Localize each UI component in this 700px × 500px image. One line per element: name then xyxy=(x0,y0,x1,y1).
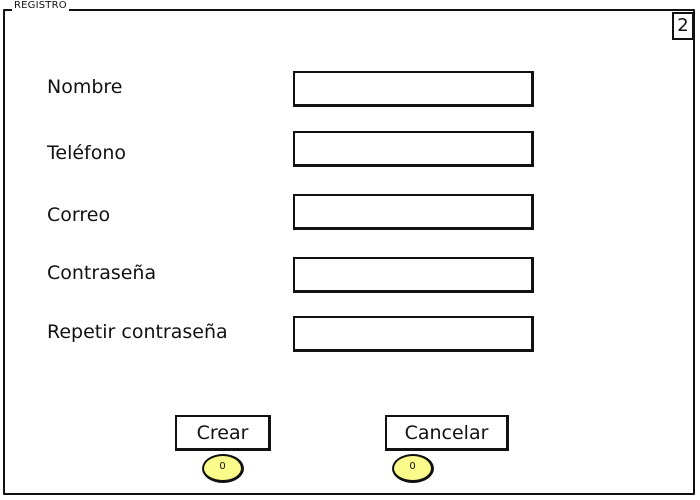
cancel-button[interactable]: Cancelar xyxy=(385,415,509,451)
panel-title: REGISTRO xyxy=(12,0,69,12)
phone-label: Teléfono xyxy=(47,142,127,164)
name-input[interactable] xyxy=(293,71,534,107)
email-label: Correo xyxy=(47,204,111,226)
repeat-password-input[interactable] xyxy=(293,316,534,352)
name-label: Nombre xyxy=(47,76,123,98)
cancel-counter-badge: 0 xyxy=(392,454,434,483)
registration-panel xyxy=(3,9,695,495)
create-button[interactable]: Crear xyxy=(175,415,271,451)
password-label: Contraseña xyxy=(47,262,157,284)
email-input[interactable] xyxy=(293,194,534,230)
password-input[interactable] xyxy=(293,257,534,293)
repeat-password-label: Repetir contraseña xyxy=(47,321,228,343)
page-number-badge: 2 xyxy=(672,12,694,40)
create-counter-badge: 0 xyxy=(202,454,244,483)
phone-input[interactable] xyxy=(293,131,534,167)
